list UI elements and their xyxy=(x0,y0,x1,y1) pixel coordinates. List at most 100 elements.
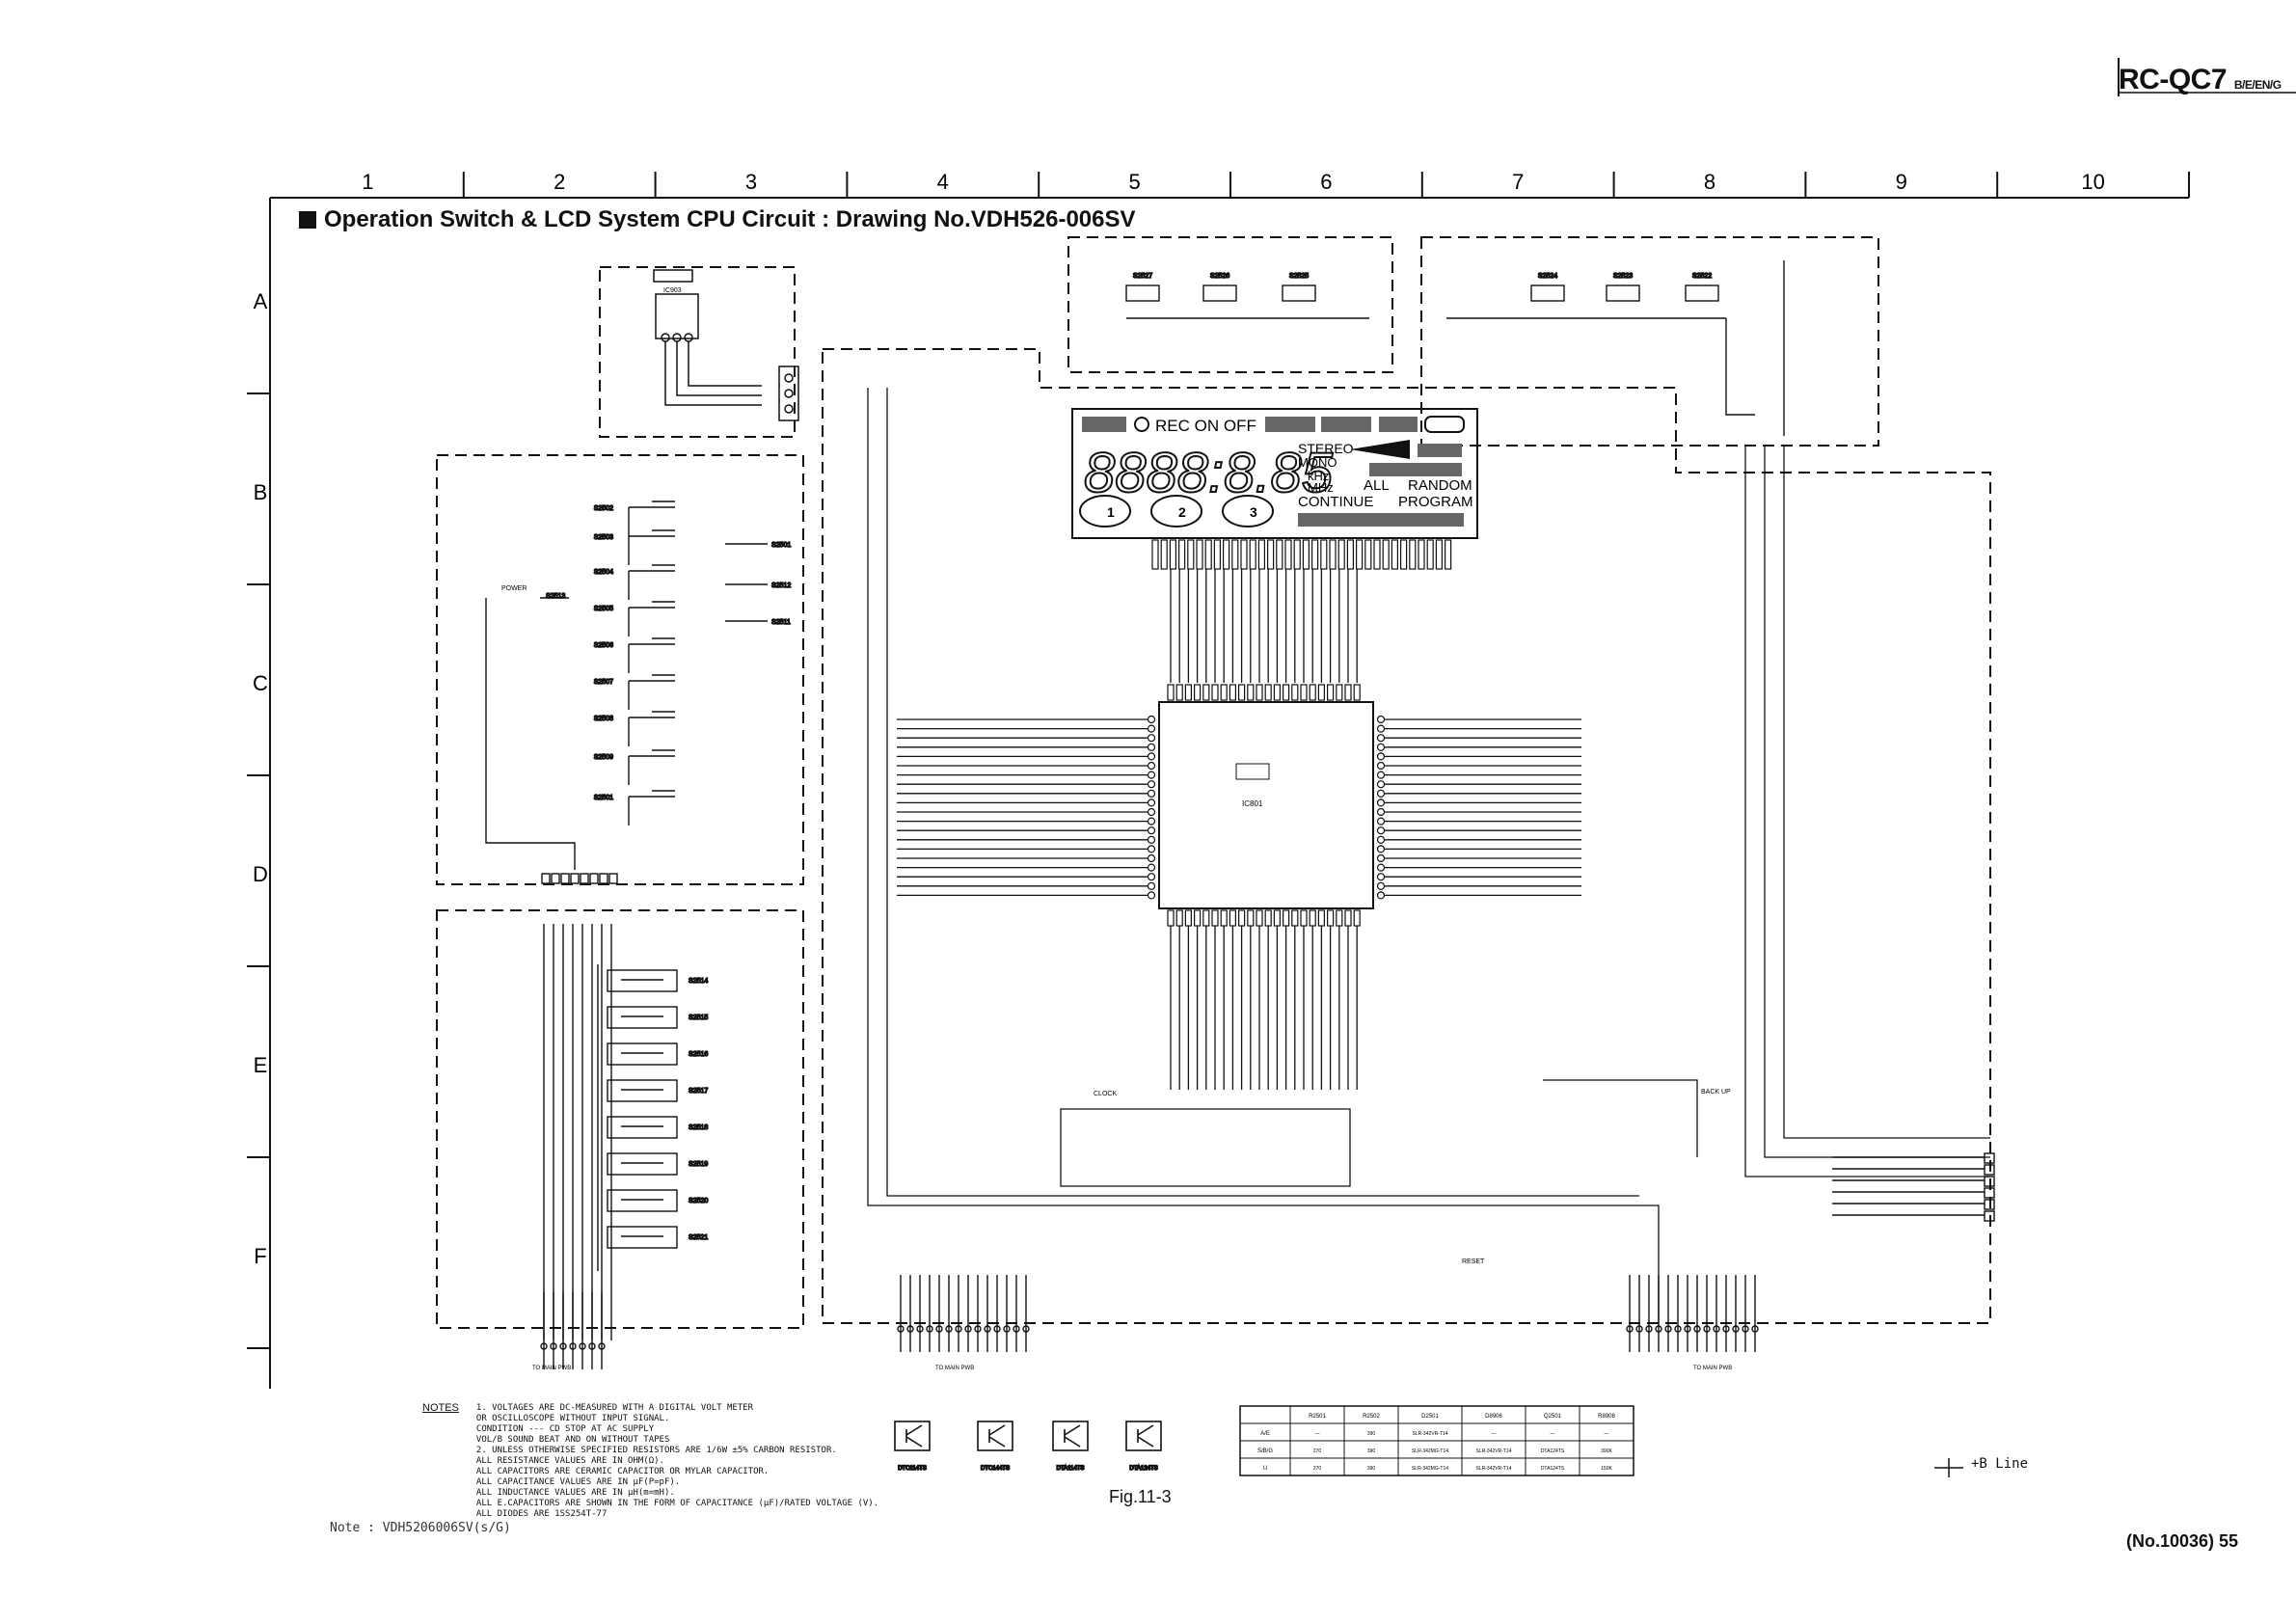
switch-body xyxy=(607,1116,678,1139)
connector-pin xyxy=(945,1325,953,1333)
connector-pin xyxy=(1722,1325,1730,1333)
switch-label: S2517 xyxy=(689,1088,708,1095)
connector-pin xyxy=(1635,1325,1643,1333)
lcd-pin xyxy=(1337,539,1345,570)
cpu-pin-top xyxy=(1282,684,1290,701)
notes-block: NOTES 1. VOLTAGES ARE DC-MEASURED WITH A… xyxy=(422,1403,878,1520)
lcd-random: RANDOM xyxy=(1408,477,1472,494)
connector-pin xyxy=(1984,1210,1995,1222)
cpu-pin-bottom xyxy=(1211,909,1219,927)
switch-body xyxy=(607,1006,678,1029)
lcd-pin xyxy=(1346,539,1355,570)
model-suffix: B/E/EN/G xyxy=(2233,78,2282,92)
note-line: ALL RESISTANCE VALUES ARE IN OHM(Ω). xyxy=(475,1456,664,1466)
cpu-pin-bottom xyxy=(1326,909,1335,927)
cpu-pin-top xyxy=(1193,684,1202,701)
cpu-pin-left xyxy=(1147,761,1156,771)
transistor-symbol xyxy=(1052,1421,1089,1451)
cpu-pin-left xyxy=(1147,734,1156,743)
column-label: 9 xyxy=(1896,170,1907,194)
table-header: R8908 xyxy=(1598,1414,1615,1420)
cpu-pin-bottom xyxy=(1273,909,1282,927)
cpu-pin-left xyxy=(1147,789,1156,798)
switch-label: S2515 xyxy=(689,1015,708,1021)
table-cell: SLR-342MG-T14 xyxy=(1412,1448,1448,1454)
figure-number: Fig.11-3 xyxy=(1109,1487,1172,1506)
ic903-block xyxy=(653,269,799,421)
connector-pin xyxy=(984,1325,991,1333)
lcd-pin xyxy=(1382,539,1390,570)
ic903-board xyxy=(599,266,796,438)
cpu-pin-left xyxy=(1147,715,1156,724)
lcd-pin xyxy=(1276,539,1283,570)
table-cell: — xyxy=(1315,1431,1320,1437)
lcd-stereo: STEREO xyxy=(1298,441,1354,456)
cpu-pin-right xyxy=(1376,715,1386,724)
connector-pin xyxy=(926,1325,933,1333)
lcd-pin xyxy=(1204,539,1212,570)
switch-body xyxy=(1606,284,1640,302)
cpu-pin-bottom xyxy=(1247,909,1255,927)
switch-body xyxy=(607,1189,678,1212)
cpu-pin-bottom xyxy=(1175,909,1183,927)
switch-label: S2507 xyxy=(594,679,613,686)
column-label: 2 xyxy=(554,170,565,194)
table-row-label: A/E xyxy=(1260,1431,1270,1437)
column-label: 3 xyxy=(745,170,757,194)
cpu-pin-right xyxy=(1376,734,1386,743)
cpu-pin-right xyxy=(1376,853,1386,863)
note-line: ALL E.CAPACITORS ARE SHOWN IN THE FORM O… xyxy=(475,1499,879,1508)
cpu-pin-left xyxy=(1147,724,1156,733)
lcd-pin xyxy=(1293,539,1301,570)
connector-pin xyxy=(897,1325,905,1333)
cpu-pin-top xyxy=(1273,684,1282,701)
table-cell: 390 xyxy=(1367,1431,1376,1437)
switch-body xyxy=(607,1079,678,1102)
connector-pin xyxy=(1655,1325,1662,1333)
drawing-title: Operation Switch & LCD System CPU Circui… xyxy=(299,206,1136,233)
switch-label: S2524 xyxy=(1538,273,1557,280)
table-cell: — xyxy=(1551,1431,1555,1437)
disc-3: 3 xyxy=(1250,504,1257,520)
cpu-pin-right xyxy=(1376,752,1386,761)
backup-label: BACK UP xyxy=(1701,1089,1731,1096)
connector-pin xyxy=(935,1325,943,1333)
lcd-pin xyxy=(1160,539,1168,570)
cpu-pin-top xyxy=(1202,684,1210,701)
cpu-pin-right xyxy=(1376,771,1386,779)
switch-body xyxy=(1202,284,1237,302)
cpu-pin-right xyxy=(1376,789,1386,798)
connector-pin xyxy=(1645,1325,1653,1333)
cpu-pin-bottom xyxy=(1264,909,1272,927)
column-label: 4 xyxy=(937,170,949,194)
transistor-emitter xyxy=(1137,1436,1154,1448)
connector-pin xyxy=(559,1342,567,1350)
switch-label: S2503 xyxy=(594,534,613,541)
model-text: RC-QC7 xyxy=(2119,64,2228,95)
transistor-emitter xyxy=(1064,1436,1081,1448)
switch-matrix-b: S2502S2503S2504S2505S2506S2507S2508S2509… xyxy=(485,501,792,884)
connector-pin xyxy=(1003,1325,1011,1333)
note-line: ALL INDUCTANCE VALUES ARE IN μH(m=mH). xyxy=(475,1488,675,1498)
cpu-pin-right xyxy=(1376,835,1386,844)
table-cell: — xyxy=(1492,1431,1497,1437)
table-cell: 150K xyxy=(1601,1466,1612,1472)
cpu-pin-top xyxy=(1220,684,1228,701)
grid-frame xyxy=(269,58,2296,1389)
switch-body xyxy=(607,969,678,992)
cpu-pin-top xyxy=(1317,684,1326,701)
note-line: ALL DIODES ARE 1SS254T-77 xyxy=(475,1509,608,1519)
connector-pin xyxy=(1732,1325,1740,1333)
lcd-pin xyxy=(1302,539,1310,570)
connector-pin xyxy=(1713,1325,1720,1333)
connector-pin xyxy=(1664,1325,1672,1333)
cpu-pin-bottom xyxy=(1344,909,1352,927)
lcd-pin xyxy=(1266,539,1275,570)
connector-pin xyxy=(560,873,570,884)
switch-label: S2512 xyxy=(771,582,791,589)
model-number: RC-QC7 B/E/EN/G xyxy=(2119,64,2282,96)
switch-label: S2501 xyxy=(771,542,791,549)
